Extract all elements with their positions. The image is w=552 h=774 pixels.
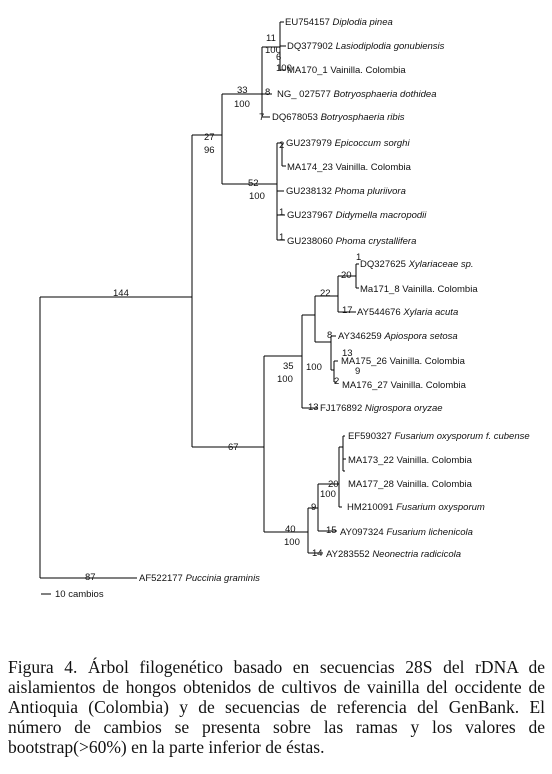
- bootstrap-value: 96: [204, 145, 215, 156]
- taxon-label: MA173_22 Vainilla. Colombia: [348, 455, 473, 466]
- taxon-label: GU238132 Phoma pluriivora: [286, 186, 406, 197]
- branch-change-count: 20: [328, 479, 339, 490]
- taxon-label: DQ678053 Botryosphaeria ribis: [272, 112, 405, 123]
- taxon-label: AY283552 Neonectria radicicola: [326, 549, 461, 560]
- taxon-label: DQ327625 Xylariaceae sp.: [360, 259, 474, 270]
- scale-bar-label: 10 cambios: [55, 589, 104, 600]
- branch-change-count: 6: [276, 52, 281, 63]
- branch-change-count: 2: [279, 140, 284, 151]
- branch-change-count: 67: [228, 442, 239, 453]
- figure-caption: Figura 4. Árbol filogenético basado en s…: [8, 657, 545, 757]
- bootstrap-value: 100: [249, 191, 265, 202]
- branch-change-count: 17: [342, 305, 353, 316]
- branch-change-count: 14: [312, 548, 323, 559]
- branch-change-count: 7: [259, 112, 264, 123]
- branch-change-count: 13: [342, 348, 353, 359]
- bootstrap-value: 100: [234, 99, 250, 110]
- taxon-label: MA177_28 Vainilla. Colombia: [348, 479, 473, 490]
- taxon-label: DQ377902 Lasiodiplodia gonubiensis: [287, 41, 445, 52]
- branch-change-count: 27: [204, 132, 215, 143]
- bootstrap-value: 100: [306, 362, 322, 373]
- branch-change-count: 8: [327, 330, 332, 341]
- branch-change-count: 40: [285, 524, 296, 535]
- branch-change-count: 15: [326, 525, 337, 536]
- taxon-label: Ma171_8 Vainilla. Colombia: [360, 284, 478, 295]
- taxon-label: MA170_1 Vainilla. Colombia: [287, 65, 406, 76]
- taxon-label: AF522177 Puccinia graminis: [139, 573, 260, 584]
- taxon-label: AY346259 Apiospora setosa: [338, 331, 458, 342]
- branch-change-count: 2: [334, 376, 339, 387]
- branch-change-count: 20: [341, 270, 352, 281]
- branch-change-count: 9: [311, 502, 316, 513]
- taxon-label: MA176_27 Vainilla. Colombia: [342, 380, 467, 391]
- branch-change-count: 1: [356, 252, 361, 263]
- taxon-label: FJ176892 Nigrospora oryzae: [320, 403, 443, 414]
- branch-change-count: 1: [279, 207, 284, 218]
- taxon-label: GU238060 Phoma crystallifera: [287, 236, 416, 247]
- branch-change-count: 144: [113, 288, 129, 299]
- taxon-label: EF590327 Fusarium oxysporum f. cubense: [348, 431, 530, 442]
- branch-change-count: 9: [355, 366, 360, 377]
- branch-change-count: 22: [320, 288, 331, 299]
- bootstrap-value: 100: [265, 45, 281, 56]
- taxon-label: AY097324 Fusarium lichenicola: [340, 527, 473, 538]
- taxon-label: MA175_26 Vainilla. Colombia: [341, 356, 466, 367]
- branch-change-count: 13: [308, 402, 319, 413]
- branch-change-count: 33: [237, 85, 248, 96]
- branch-change-count: 1: [279, 232, 284, 243]
- bootstrap-value: 100: [277, 374, 293, 385]
- branch-change-count: 87: [85, 572, 96, 583]
- taxon-label: EU754157 Diplodia pinea: [285, 17, 393, 28]
- taxon-label: GU237979 Epicoccum sorghi: [286, 138, 410, 149]
- taxon-label: GU237967 Didymella macropodii: [287, 210, 427, 221]
- branch-change-count: 52: [248, 178, 259, 189]
- taxon-label: AY544676 Xylaria acuta: [357, 307, 458, 318]
- branch-numbers: 1442733116875221167352220117813921340920…: [85, 33, 361, 583]
- bootstrap-value: 100: [276, 63, 292, 74]
- tree-branches: [39, 21, 359, 595]
- taxon-label: HM210091 Fusarium oxysporum: [347, 502, 485, 513]
- branch-change-count: 11: [266, 33, 276, 44]
- taxon-label: NG_ 027577 Botryosphaeria dothidea: [277, 89, 437, 100]
- bootstrap-value: 100: [284, 537, 300, 548]
- taxon-label: MA174_23 Vainilla. Colombia: [287, 162, 412, 173]
- branch-change-count: 35: [283, 361, 294, 372]
- branch-change-count: 8: [265, 87, 270, 98]
- bootstrap-value: 100: [320, 489, 336, 500]
